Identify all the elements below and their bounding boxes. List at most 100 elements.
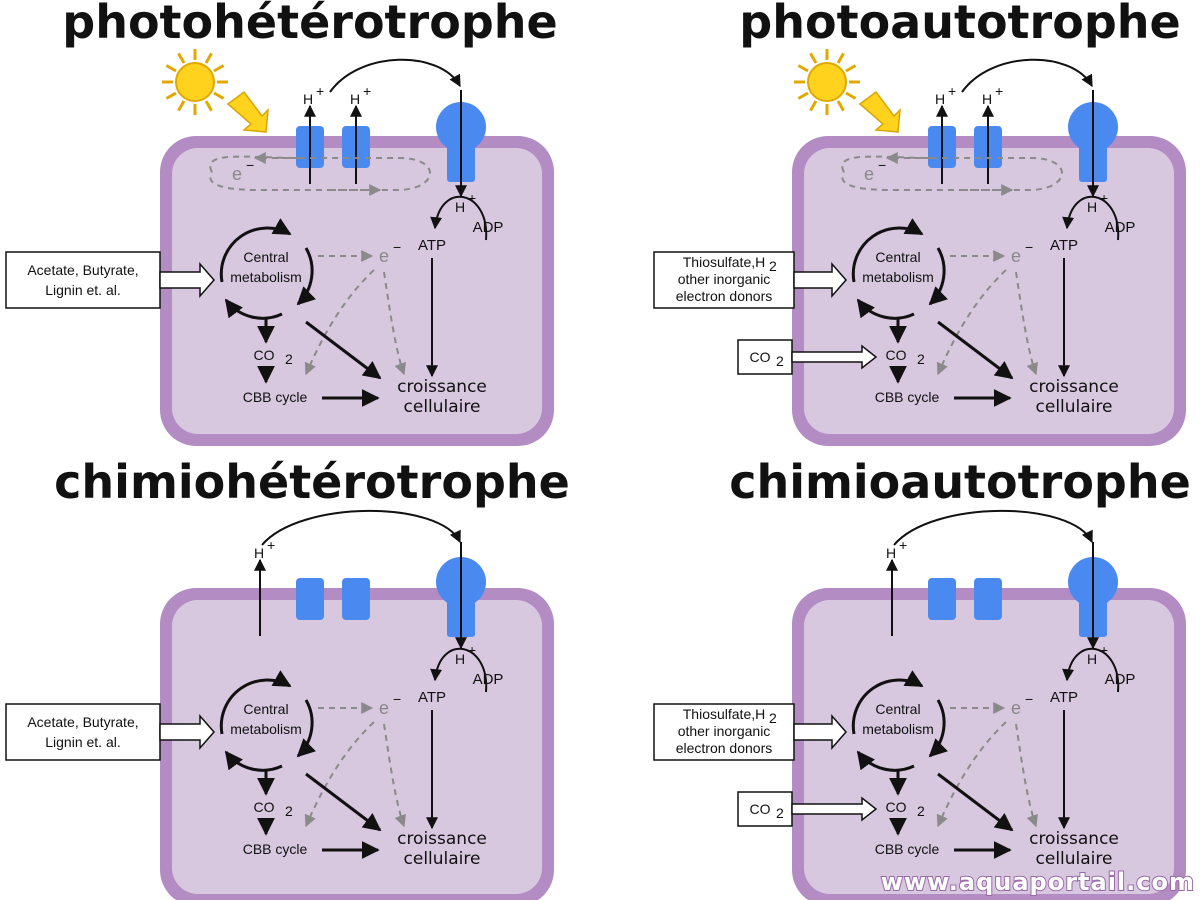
metabolism-to-growth-arrow [305, 320, 382, 380]
svg-text:+: + [899, 537, 907, 553]
co2-input-label: CO [750, 349, 771, 365]
cbb-cycle-label: CBB cycle [875, 841, 940, 857]
substrate-input-box [653, 703, 795, 761]
svg-text:+: + [363, 83, 371, 99]
central-metabolism-label: Central [243, 701, 288, 717]
substrate-input-label: electron donors [676, 740, 773, 756]
h-plus-label: H [350, 91, 360, 107]
central-metabolism-ring [224, 750, 283, 772]
electron-flow-arrow [383, 271, 406, 376]
electron-flow-arrow [304, 269, 375, 376]
substrate-input-label: other inorganic [678, 271, 771, 287]
h-plus-label: H [303, 91, 313, 107]
growth-label: croissance [1029, 829, 1119, 849]
central-metabolism-ring [219, 218, 292, 283]
light-arrow-icon [858, 90, 901, 133]
co2-input-arrow [791, 344, 878, 370]
membrane-protein-icon [342, 578, 370, 620]
proton-gradient-arrow [961, 58, 1093, 93]
substrate-input-arrow [793, 714, 847, 750]
svg-text:−: − [393, 239, 401, 255]
substrate-input-arrow [159, 714, 215, 750]
svg-text:−: − [878, 157, 886, 173]
svg-text:−: − [393, 691, 401, 707]
watermark: www.aquaportail.com [881, 868, 1195, 896]
cbb-cycle-label: CBB cycle [875, 389, 940, 405]
substrate-input-label: Acetate, Butyrate, [27, 262, 138, 278]
sun-icon [794, 49, 860, 115]
electron-label: e [1011, 698, 1021, 718]
panel-photoautotrophe: photoautotropheH+H+e−H+ATPADPCentralmeta… [653, 0, 1186, 446]
h-plus-inner-label: H [455, 651, 465, 667]
substrate-input-label: Thiosulfate,H [683, 254, 765, 270]
svg-text:−: − [1025, 239, 1033, 255]
metabolism-to-growth-arrow [305, 772, 382, 832]
light-arrow-icon [226, 90, 269, 133]
svg-text:2: 2 [776, 353, 784, 369]
co2-input-box [737, 339, 793, 375]
substrate-input-label: other inorganic [678, 723, 771, 739]
substrate-input-label: electron donors [676, 288, 773, 304]
electron-flow-arrow [304, 721, 375, 828]
svg-text:2: 2 [917, 803, 925, 819]
sun-icon [162, 49, 228, 115]
h-plus-inner-label: H [1087, 199, 1097, 215]
central-metabolism-label: Central [243, 249, 288, 265]
h-plus-label: H [982, 91, 992, 107]
svg-text:+: + [316, 83, 324, 99]
svg-text:+: + [468, 190, 476, 206]
co2-label: CO [886, 347, 907, 363]
svg-text:+: + [1100, 190, 1108, 206]
svg-text:+: + [1100, 642, 1108, 658]
svg-text:2: 2 [285, 803, 293, 819]
metabolism-to-growth-arrow [937, 772, 1014, 832]
substrate-input-label: Lignin et. al. [45, 734, 121, 750]
adp-to-atp-arrow [1062, 647, 1120, 693]
cell-cytoplasm [804, 148, 1174, 434]
growth-label: cellulaire [404, 849, 481, 869]
substrate-input-label: Thiosulfate,H [683, 706, 765, 722]
cell-cytoplasm [172, 148, 542, 434]
svg-text:2: 2 [776, 805, 784, 821]
central-metabolism-ring [851, 218, 924, 283]
electron-flow-arrow [936, 721, 1007, 828]
adp-to-atp-arrow [1062, 195, 1120, 241]
h-plus-label: H [935, 91, 945, 107]
electron-label: e [379, 698, 389, 718]
central-metabolism-label: metabolism [862, 721, 934, 737]
h-plus-inner-label: H [455, 199, 465, 215]
substrate-input-box [5, 251, 161, 309]
central-metabolism-label: Central [875, 701, 920, 717]
growth-label: cellulaire [404, 397, 481, 417]
growth-label: croissance [397, 829, 487, 849]
adp-to-atp-arrow [430, 647, 488, 693]
electron-flow-arrow [1015, 271, 1038, 376]
central-metabolism-label: metabolism [230, 269, 302, 285]
substrate-input-box [5, 703, 161, 761]
svg-text:−: − [246, 157, 254, 173]
h-plus-inner-label: H [1087, 651, 1097, 667]
atp-label: ATP [418, 689, 446, 706]
panel-title: chimioautotrophe [729, 455, 1191, 509]
panel-photoheterotrophe: photohétérotropheH+H+e−H+ATPADPCentralme… [5, 0, 558, 446]
electron-flow-arrow [936, 269, 1007, 376]
svg-text:2: 2 [917, 351, 925, 367]
h-plus-label: H [886, 545, 896, 561]
atp-label: ATP [418, 237, 446, 254]
electron-label: e [864, 164, 874, 184]
panel-chimioheterotrophe: chimiohétérotropheH+H+ATPADPCentralmetab… [5, 455, 570, 900]
growth-label: cellulaire [1036, 849, 1113, 869]
electron-label: e [232, 164, 242, 184]
svg-text:−: − [1025, 691, 1033, 707]
svg-text:+: + [267, 537, 275, 553]
growth-label: croissance [397, 377, 487, 397]
co2-label: CO [254, 347, 275, 363]
membrane-protein-icon [974, 578, 1002, 620]
central-metabolism-ring [928, 247, 948, 306]
atp-label: ATP [1050, 237, 1078, 254]
svg-text:2: 2 [769, 258, 777, 274]
cbb-cycle-label: CBB cycle [243, 841, 308, 857]
central-metabolism-ring [928, 699, 948, 758]
adp-label: ADP [1105, 219, 1136, 236]
adp-label: ADP [473, 219, 504, 236]
